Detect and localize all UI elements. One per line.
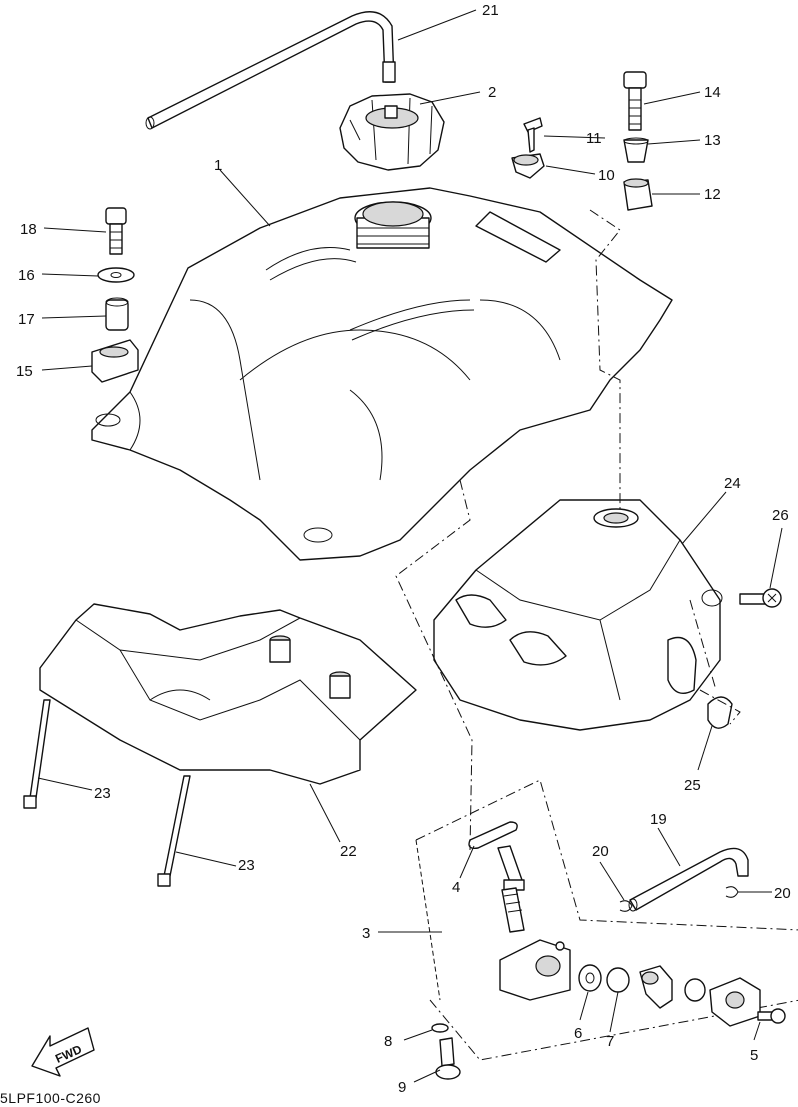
fuel-cap-2[interactable] <box>339 93 445 171</box>
cable-tie-23-right[interactable] <box>157 775 191 887</box>
callout-19: 19 <box>650 811 667 828</box>
fuel-cock-assembly-box <box>415 779 798 1061</box>
breather-hose-21[interactable] <box>145 11 396 130</box>
callout-7: 7 <box>606 1033 614 1050</box>
gasket-4[interactable] <box>468 821 518 850</box>
callout-26: 26 <box>772 507 789 524</box>
skid-plate-22[interactable] <box>39 603 417 785</box>
cover-plate-5[interactable] <box>709 977 761 1027</box>
callout-16: 16 <box>18 267 35 284</box>
callout-3: 3 <box>362 925 370 942</box>
callout-14: 14 <box>704 84 721 101</box>
callout-22: 22 <box>340 843 357 860</box>
washer-16[interactable] <box>97 267 135 283</box>
tank-cover-24[interactable] <box>433 499 723 731</box>
callout-2: 2 <box>488 84 496 101</box>
cable-tie-23-left[interactable] <box>23 699 51 809</box>
callout-21: 21 <box>482 2 499 19</box>
fuel-tank-1[interactable] <box>91 187 673 561</box>
callout-4: 4 <box>452 879 460 896</box>
cover-clip-guide <box>689 599 717 691</box>
callout-15: 15 <box>16 363 33 380</box>
fuel-hose-19[interactable] <box>628 847 749 912</box>
screw-11[interactable] <box>523 117 543 153</box>
hose-clip-20-left[interactable] <box>619 900 633 912</box>
callout-25: 25 <box>684 777 701 794</box>
collar-17[interactable] <box>105 297 129 331</box>
collar-13[interactable] <box>623 137 649 163</box>
mount-guide-lines-2 <box>395 479 473 851</box>
o-ring-7[interactable] <box>606 967 630 993</box>
callout-9: 9 <box>398 1079 406 1096</box>
damper-15[interactable] <box>91 339 139 383</box>
screw-9[interactable] <box>435 1037 461 1080</box>
callout-13: 13 <box>704 132 721 149</box>
assembly-guide-line <box>415 839 441 1001</box>
mount-guide-lines <box>589 209 621 510</box>
callout-12: 12 <box>704 186 721 203</box>
screw-5[interactable] <box>757 1008 786 1024</box>
clip-guide <box>699 689 741 725</box>
damper-12[interactable] <box>623 178 653 211</box>
o-ring-plate[interactable] <box>684 978 706 1002</box>
callout-17: 17 <box>18 311 35 328</box>
callout-1: 1 <box>214 157 222 174</box>
callout-23-left: 23 <box>94 785 111 802</box>
callout-23-right: 23 <box>238 857 255 874</box>
callout-24: 24 <box>724 475 741 492</box>
bolt-14[interactable] <box>623 71 647 131</box>
bolt-18[interactable] <box>105 207 127 255</box>
clip-25[interactable] <box>707 696 733 729</box>
seal-6[interactable] <box>578 964 602 992</box>
callout-20-left: 20 <box>592 843 609 860</box>
callout-8: 8 <box>384 1033 392 1050</box>
callout-6: 6 <box>574 1025 582 1042</box>
callout-10: 10 <box>598 167 615 184</box>
screw-26[interactable] <box>739 588 782 608</box>
washer-8[interactable] <box>431 1023 449 1033</box>
leader-lines <box>37 9 783 1083</box>
hose-clip-20-right[interactable] <box>725 886 739 898</box>
callout-11: 11 <box>586 130 602 147</box>
fuel-cock-lever[interactable] <box>639 965 673 1009</box>
callout-20-right: 20 <box>774 885 791 902</box>
grommet-10[interactable] <box>511 153 545 179</box>
fwd-arrow-icon: FWD <box>31 1027 95 1077</box>
callout-5: 5 <box>750 1047 758 1064</box>
drawing-code: 5LPF100-C260 <box>0 1090 101 1106</box>
fuel-cock-body[interactable] <box>497 845 571 1001</box>
callout-18: 18 <box>20 221 37 238</box>
